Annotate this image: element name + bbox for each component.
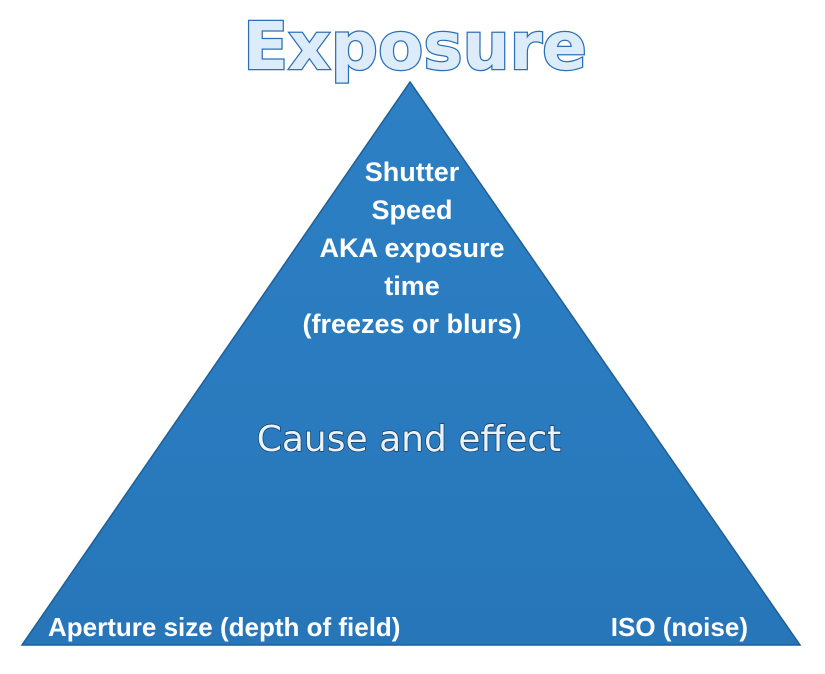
cause-and-effect-label: Cause and effect [257, 419, 562, 460]
shutter-speed-label: Shutter Speed AKA exposure time (freezes… [302, 157, 521, 339]
shutter-speed-line-5: (freezes or blurs) [302, 309, 521, 339]
shutter-speed-line-3: AKA exposure [319, 233, 504, 263]
diagram-title: Exposure [243, 8, 587, 85]
shutter-speed-line-4: time [384, 271, 440, 301]
exposure-triangle [20, 80, 802, 646]
iso-label: ISO (noise) [611, 612, 748, 642]
shutter-speed-line-2: Speed [371, 195, 452, 225]
aperture-label: Aperture size (depth of field) [48, 612, 400, 642]
shutter-speed-line-1: Shutter [365, 157, 460, 187]
